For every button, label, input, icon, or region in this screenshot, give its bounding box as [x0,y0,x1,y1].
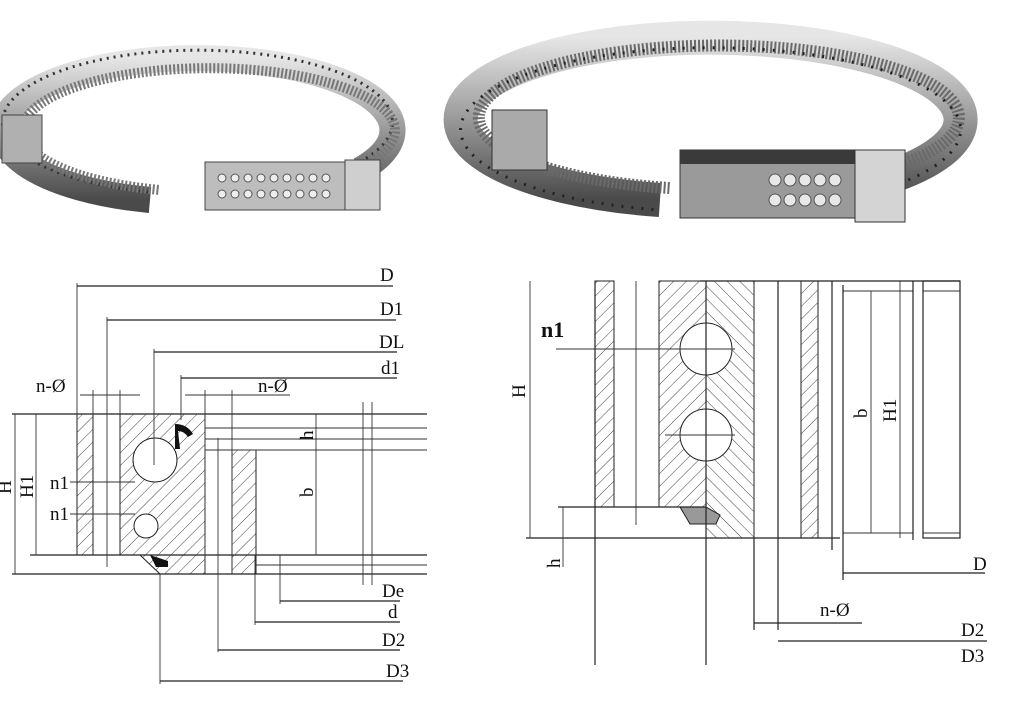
label-D3: D3 [961,646,984,667]
label-H: H [0,480,16,494]
label-De: De [382,581,404,602]
label-H: H [509,384,530,398]
label-b: b [851,409,872,419]
bearing-render-right [443,20,978,223]
label-H1: H1 [17,475,38,498]
label-d1: d1 [381,358,400,379]
label-h: h [544,558,565,568]
bearing-render-left [0,45,406,213]
label-n-phi-outer: n-Ø [36,376,66,397]
label-D2: D2 [382,630,405,651]
label-n1: n1 [541,317,564,342]
cross-section-right: n1 H h b H1 D n-Ø D2 D3 [509,280,987,667]
label-D2: D2 [961,620,984,641]
label-b: b [297,488,318,498]
label-n1-lower: n1 [50,504,69,525]
label-D: D [973,554,987,575]
label-DL: DL [379,332,404,353]
label-d: d [388,602,398,623]
label-n-phi-inner: n-Ø [258,376,288,397]
label-n-phi: n-Ø [820,600,850,621]
label-h: h [297,430,318,440]
label-D3: D3 [386,661,409,682]
label-H1: H1 [880,399,901,422]
label-D: D [380,265,394,286]
label-D1: D1 [380,299,403,320]
label-n1-upper: n1 [50,473,69,494]
cross-section-left: D D1 DL d1 n-Ø n-Ø H H1 h b n1 n1 De d D… [0,265,427,684]
